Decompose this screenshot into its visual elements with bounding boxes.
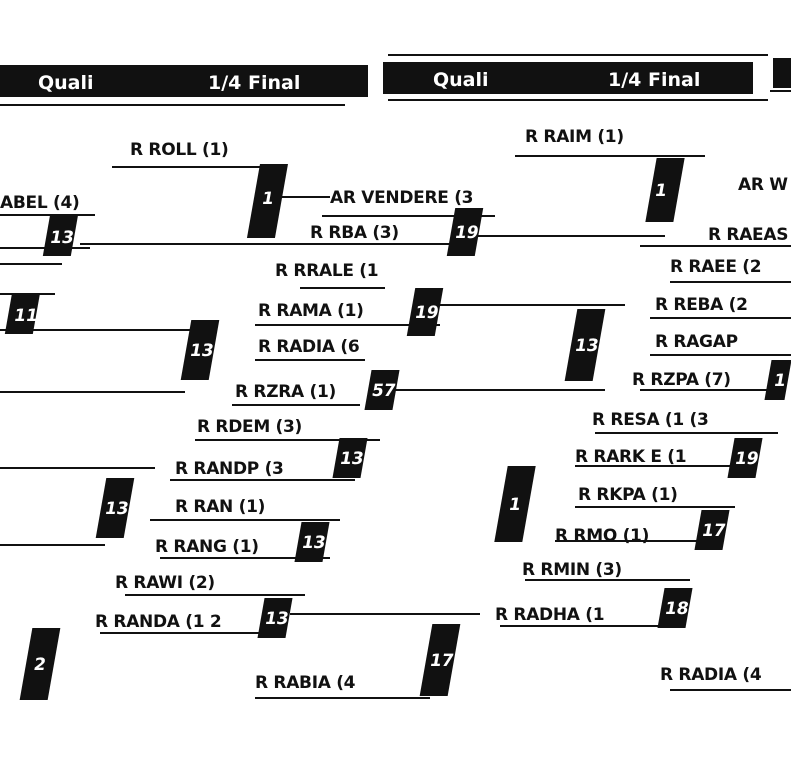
svg-text:19: 19 [733, 449, 760, 469]
seed-badge: 1 [246, 164, 288, 238]
svg-text:1: 1 [260, 189, 275, 209]
svg-text:17: 17 [700, 521, 727, 541]
svg-text:13: 13 [188, 341, 215, 361]
seed-badge: 1 [494, 466, 536, 542]
player-label: R RANDP (3 [175, 459, 284, 479]
svg-text:1: 1 [772, 371, 787, 391]
seed-badge: 11 [4, 294, 40, 334]
player-label: R RABIA (4 [255, 673, 356, 693]
player-label: R RBA (3) [310, 223, 399, 243]
player-label: R RANDA (1 2 [95, 612, 221, 632]
svg-text:2: 2 [32, 655, 47, 675]
svg-text:13: 13 [573, 336, 600, 356]
seed-badges: 1 13 19 1 11 19 13 13 57 1 13 19 13 1 13… [4, 158, 791, 700]
seed-badge: 19 [446, 208, 484, 256]
player-label: R RAEAS [708, 225, 788, 245]
svg-text:1: 1 [653, 181, 668, 201]
player-label: R RAWI (2) [115, 573, 215, 593]
player-label: R RAEE (2 [670, 257, 761, 277]
svg-text:13: 13 [48, 228, 75, 248]
player-label: R RAN (1) [175, 497, 265, 517]
header-quarter-final-1: 1/4 Final [208, 72, 300, 94]
svg-text:17: 17 [428, 651, 455, 671]
seed-badge: 19 [727, 438, 763, 478]
seed-badge: 2 [19, 628, 61, 700]
player-label: R RDEM (3) [197, 417, 302, 437]
player-label: R RMIN (3) [522, 560, 622, 580]
seed-badge: 1 [764, 360, 791, 400]
header-quali-2: Quali [433, 69, 489, 91]
seed-badge: 17 [694, 510, 730, 550]
player-label: R RMO (1) [555, 526, 649, 546]
player-label: R RESA (1 (3 [592, 410, 709, 430]
seed-badge: 13 [95, 478, 135, 538]
svg-text:13: 13 [338, 449, 365, 469]
seed-badge: 17 [419, 624, 461, 696]
header-quali-1: Quali [38, 72, 94, 94]
svg-text:18: 18 [663, 599, 690, 619]
player-label: R RANG (1) [155, 537, 259, 557]
player-label: R REBA (2 [655, 295, 748, 315]
player-label: R RAMA (1) [258, 301, 364, 321]
seed-badge: 13 [332, 438, 368, 478]
player-label: R RZPA (7) [632, 370, 731, 390]
header-corner-mark [773, 58, 791, 88]
seed-badge: 13 [180, 320, 220, 380]
player-label: R RAIM (1) [525, 127, 624, 147]
player-label: R RADHA (1 [495, 605, 604, 625]
player-labels: R ROLL (1) ABEL (4) AR VENDERE (3 R RBA … [0, 127, 789, 693]
seed-badge: 13 [42, 216, 78, 256]
seed-badge: 13 [294, 522, 330, 562]
svg-text:19: 19 [453, 223, 480, 243]
svg-text:13: 13 [300, 533, 327, 553]
seed-badge: 13 [564, 309, 606, 381]
header-row: Quali 1/4 Final Quali 1/4 Final [0, 54, 791, 106]
player-label: R RRALE (1 [275, 261, 378, 281]
player-label: AR W [738, 175, 788, 195]
seed-badge: 57 [364, 370, 400, 410]
header-bar-right [383, 62, 753, 94]
svg-text:11: 11 [12, 306, 39, 326]
player-label: R RADIA (6 [258, 337, 359, 357]
header-bar-left [0, 65, 368, 97]
player-label: ABEL (4) [0, 193, 79, 213]
player-label: R RADIA (4 [660, 665, 762, 685]
player-label: R RZRA (1) [235, 382, 336, 402]
svg-text:13: 13 [103, 499, 130, 519]
player-label: R ROLL (1) [130, 140, 229, 160]
header-quarter-final-2: 1/4 Final [608, 69, 700, 91]
player-label: AR VENDERE (3 [330, 188, 473, 208]
player-label: R RARK E (1 [575, 447, 686, 467]
player-label: R RKPA (1) [578, 485, 678, 505]
seed-badge: 18 [657, 588, 693, 628]
svg-text:1: 1 [507, 495, 522, 515]
svg-text:19: 19 [413, 303, 440, 323]
svg-text:57: 57 [370, 381, 397, 401]
seed-badge: 13 [257, 598, 293, 638]
seed-badge: 19 [406, 288, 444, 336]
svg-text:13: 13 [263, 609, 290, 629]
player-label: R RAGAP [655, 332, 738, 352]
seed-badge: 1 [645, 158, 685, 222]
